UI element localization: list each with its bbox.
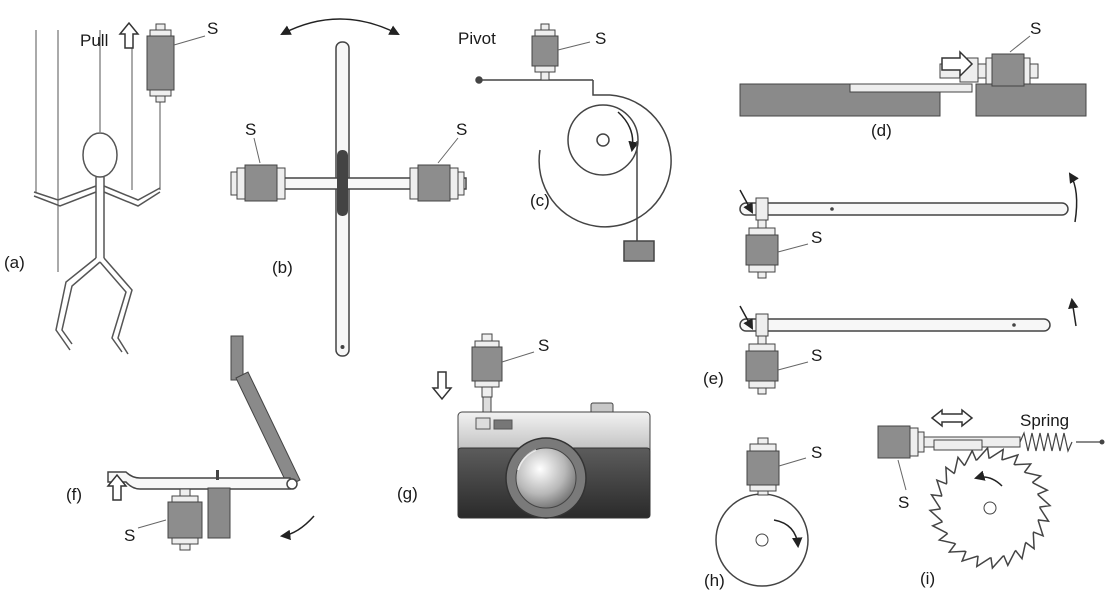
spring-label: Spring [1020,411,1070,430]
pivot-label: Pivot [458,29,496,48]
solenoid-label-e-bottom: S [811,346,823,365]
latch-mechanism [739,50,1087,117]
solenoid-h [746,437,807,496]
lever-bottom [739,297,1079,337]
solenoid-label-h: S [811,443,823,462]
pull-arrow [118,21,140,49]
panel-label-e: (e) [703,369,724,388]
hinged-flap [106,335,315,541]
solenoid-label-g: S [538,336,550,355]
solenoid-label-i: S [898,493,910,512]
pawl-rod-and-spring [917,408,1105,453]
solenoid-f [137,488,203,551]
panel-label-a: (a) [4,253,25,272]
lever-top [739,172,1079,223]
solenoid-b-right [409,137,465,202]
solenoid-label-f: S [124,526,136,545]
panel-label-d: (d) [871,121,892,140]
panel-label-f: (f) [66,485,83,504]
solenoid-i [877,425,925,491]
solenoid-e-top [745,219,809,279]
solenoid-label-d: S [1030,19,1042,38]
ratchet-wheel [928,446,1052,570]
panel-label-c: (c) [530,191,550,210]
panel-label-i: (i) [920,569,936,588]
pull-label: Pull [80,31,109,50]
panel-label-b: (b) [272,258,293,277]
camera [431,371,651,519]
solenoid-label-e-top: S [811,228,823,247]
panel-label-g: (g) [397,484,418,503]
solenoid-g [471,333,535,413]
solenoid-d [991,35,1039,87]
disk-mechanism [715,493,809,587]
solenoid-c [531,23,591,81]
solenoid-label-b-right: S [456,120,468,139]
solenoid-label-a: S [207,19,219,38]
solenoid-label-c: S [595,29,607,48]
panel-label-h: (h) [704,571,725,590]
solenoid-e-bottom [745,335,809,395]
solenoid-b-left [230,137,286,202]
solenoid-label-b-left: S [245,120,257,139]
pulley-mechanism [475,76,672,262]
solenoid-a [146,23,206,103]
pendulum-swing-arrow [280,18,400,35]
marionette-figure [33,30,161,355]
